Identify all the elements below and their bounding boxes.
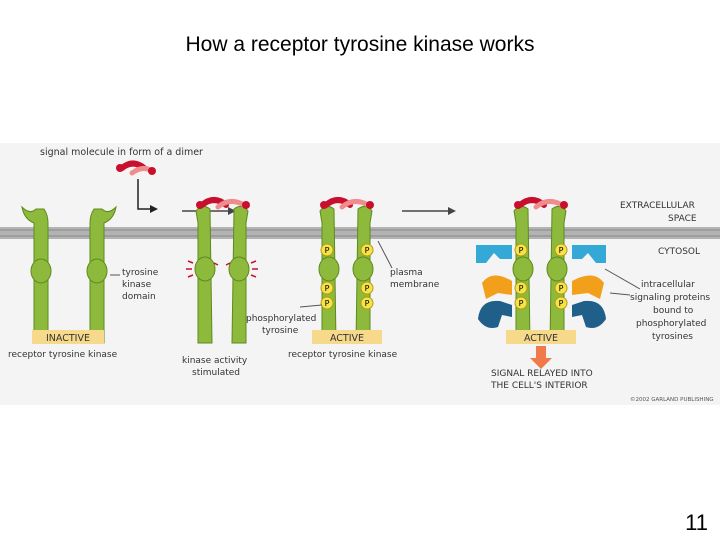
signal-dimer-free bbox=[116, 160, 156, 176]
pm-label-1: plasma bbox=[390, 268, 423, 278]
receptor-inactive bbox=[21, 205, 117, 344]
svg-text:P: P bbox=[519, 299, 524, 308]
copyright-label: ©2002 GARLAND PUBLISHING bbox=[630, 396, 714, 403]
ic-label-4: phosphorylated bbox=[636, 319, 706, 329]
svg-text:P: P bbox=[325, 299, 330, 308]
relay-label-1: SIGNAL RELAYED INTO bbox=[491, 369, 593, 379]
svg-text:P: P bbox=[365, 299, 370, 308]
binding-arrow bbox=[137, 179, 150, 210]
pm-label-2: membrane bbox=[390, 280, 440, 290]
svg-text:P: P bbox=[519, 246, 524, 255]
state-box-active-1 bbox=[312, 330, 382, 344]
tk-label-1: tyrosine bbox=[122, 268, 159, 278]
ic-label-1: intracellular bbox=[641, 280, 695, 290]
rtk-label-mid: receptor tyrosine kinase bbox=[288, 350, 398, 360]
relay-arrow bbox=[530, 346, 552, 369]
kinase-activity-2: stimulated bbox=[192, 368, 240, 378]
signaling-proteins bbox=[476, 245, 606, 328]
ic-label-5: tyrosines bbox=[652, 332, 693, 342]
rtk-label-left: receptor tyrosine kinase bbox=[8, 350, 118, 360]
svg-text:P: P bbox=[519, 284, 524, 293]
svg-text:P: P bbox=[559, 284, 564, 293]
signal-label: signal molecule in form of a dimer bbox=[40, 147, 203, 158]
receptor-stimulated bbox=[186, 197, 258, 344]
rtk-diagram: signal molecule in form of a dimer tyros… bbox=[0, 143, 720, 405]
extracellular-label-1: EXTRACELLULAR bbox=[620, 201, 695, 211]
relay-label-2: THE CELL'S INTERIOR bbox=[490, 381, 588, 391]
cytosol-label: CYTOSOL bbox=[658, 247, 700, 257]
extracellular-label-2: SPACE bbox=[668, 214, 697, 224]
state-active-1: ACTIVE bbox=[330, 333, 364, 344]
ic-label-2: signaling proteins bbox=[630, 293, 710, 303]
kinase-activity-1: kinase activity bbox=[182, 356, 248, 366]
state-active-2: ACTIVE bbox=[524, 333, 558, 344]
page-number: 11 bbox=[685, 510, 708, 535]
tk-label-3: domain bbox=[122, 292, 156, 302]
pt-label-1: phosphorylated bbox=[246, 314, 316, 324]
state-box-active-2 bbox=[506, 330, 576, 344]
slide-title: How a receptor tyrosine kinase works bbox=[185, 33, 535, 56]
svg-text:P: P bbox=[559, 299, 564, 308]
svg-text:P: P bbox=[325, 284, 330, 293]
svg-text:P: P bbox=[325, 246, 330, 255]
state-inactive: INACTIVE bbox=[46, 333, 90, 344]
svg-text:P: P bbox=[365, 246, 370, 255]
pt-label-2: tyrosine bbox=[262, 326, 299, 336]
receptor-active bbox=[318, 197, 374, 344]
receptor-signaling bbox=[512, 197, 568, 344]
tk-label-2: kinase bbox=[122, 280, 152, 290]
phospho-group-2: P P P P P P bbox=[514, 243, 568, 310]
svg-text:P: P bbox=[559, 246, 564, 255]
ic-label-3: bound to bbox=[653, 306, 694, 316]
state-box-inactive bbox=[32, 330, 104, 344]
phospho-group: P P P P P P bbox=[320, 243, 374, 310]
svg-text:P: P bbox=[365, 284, 370, 293]
